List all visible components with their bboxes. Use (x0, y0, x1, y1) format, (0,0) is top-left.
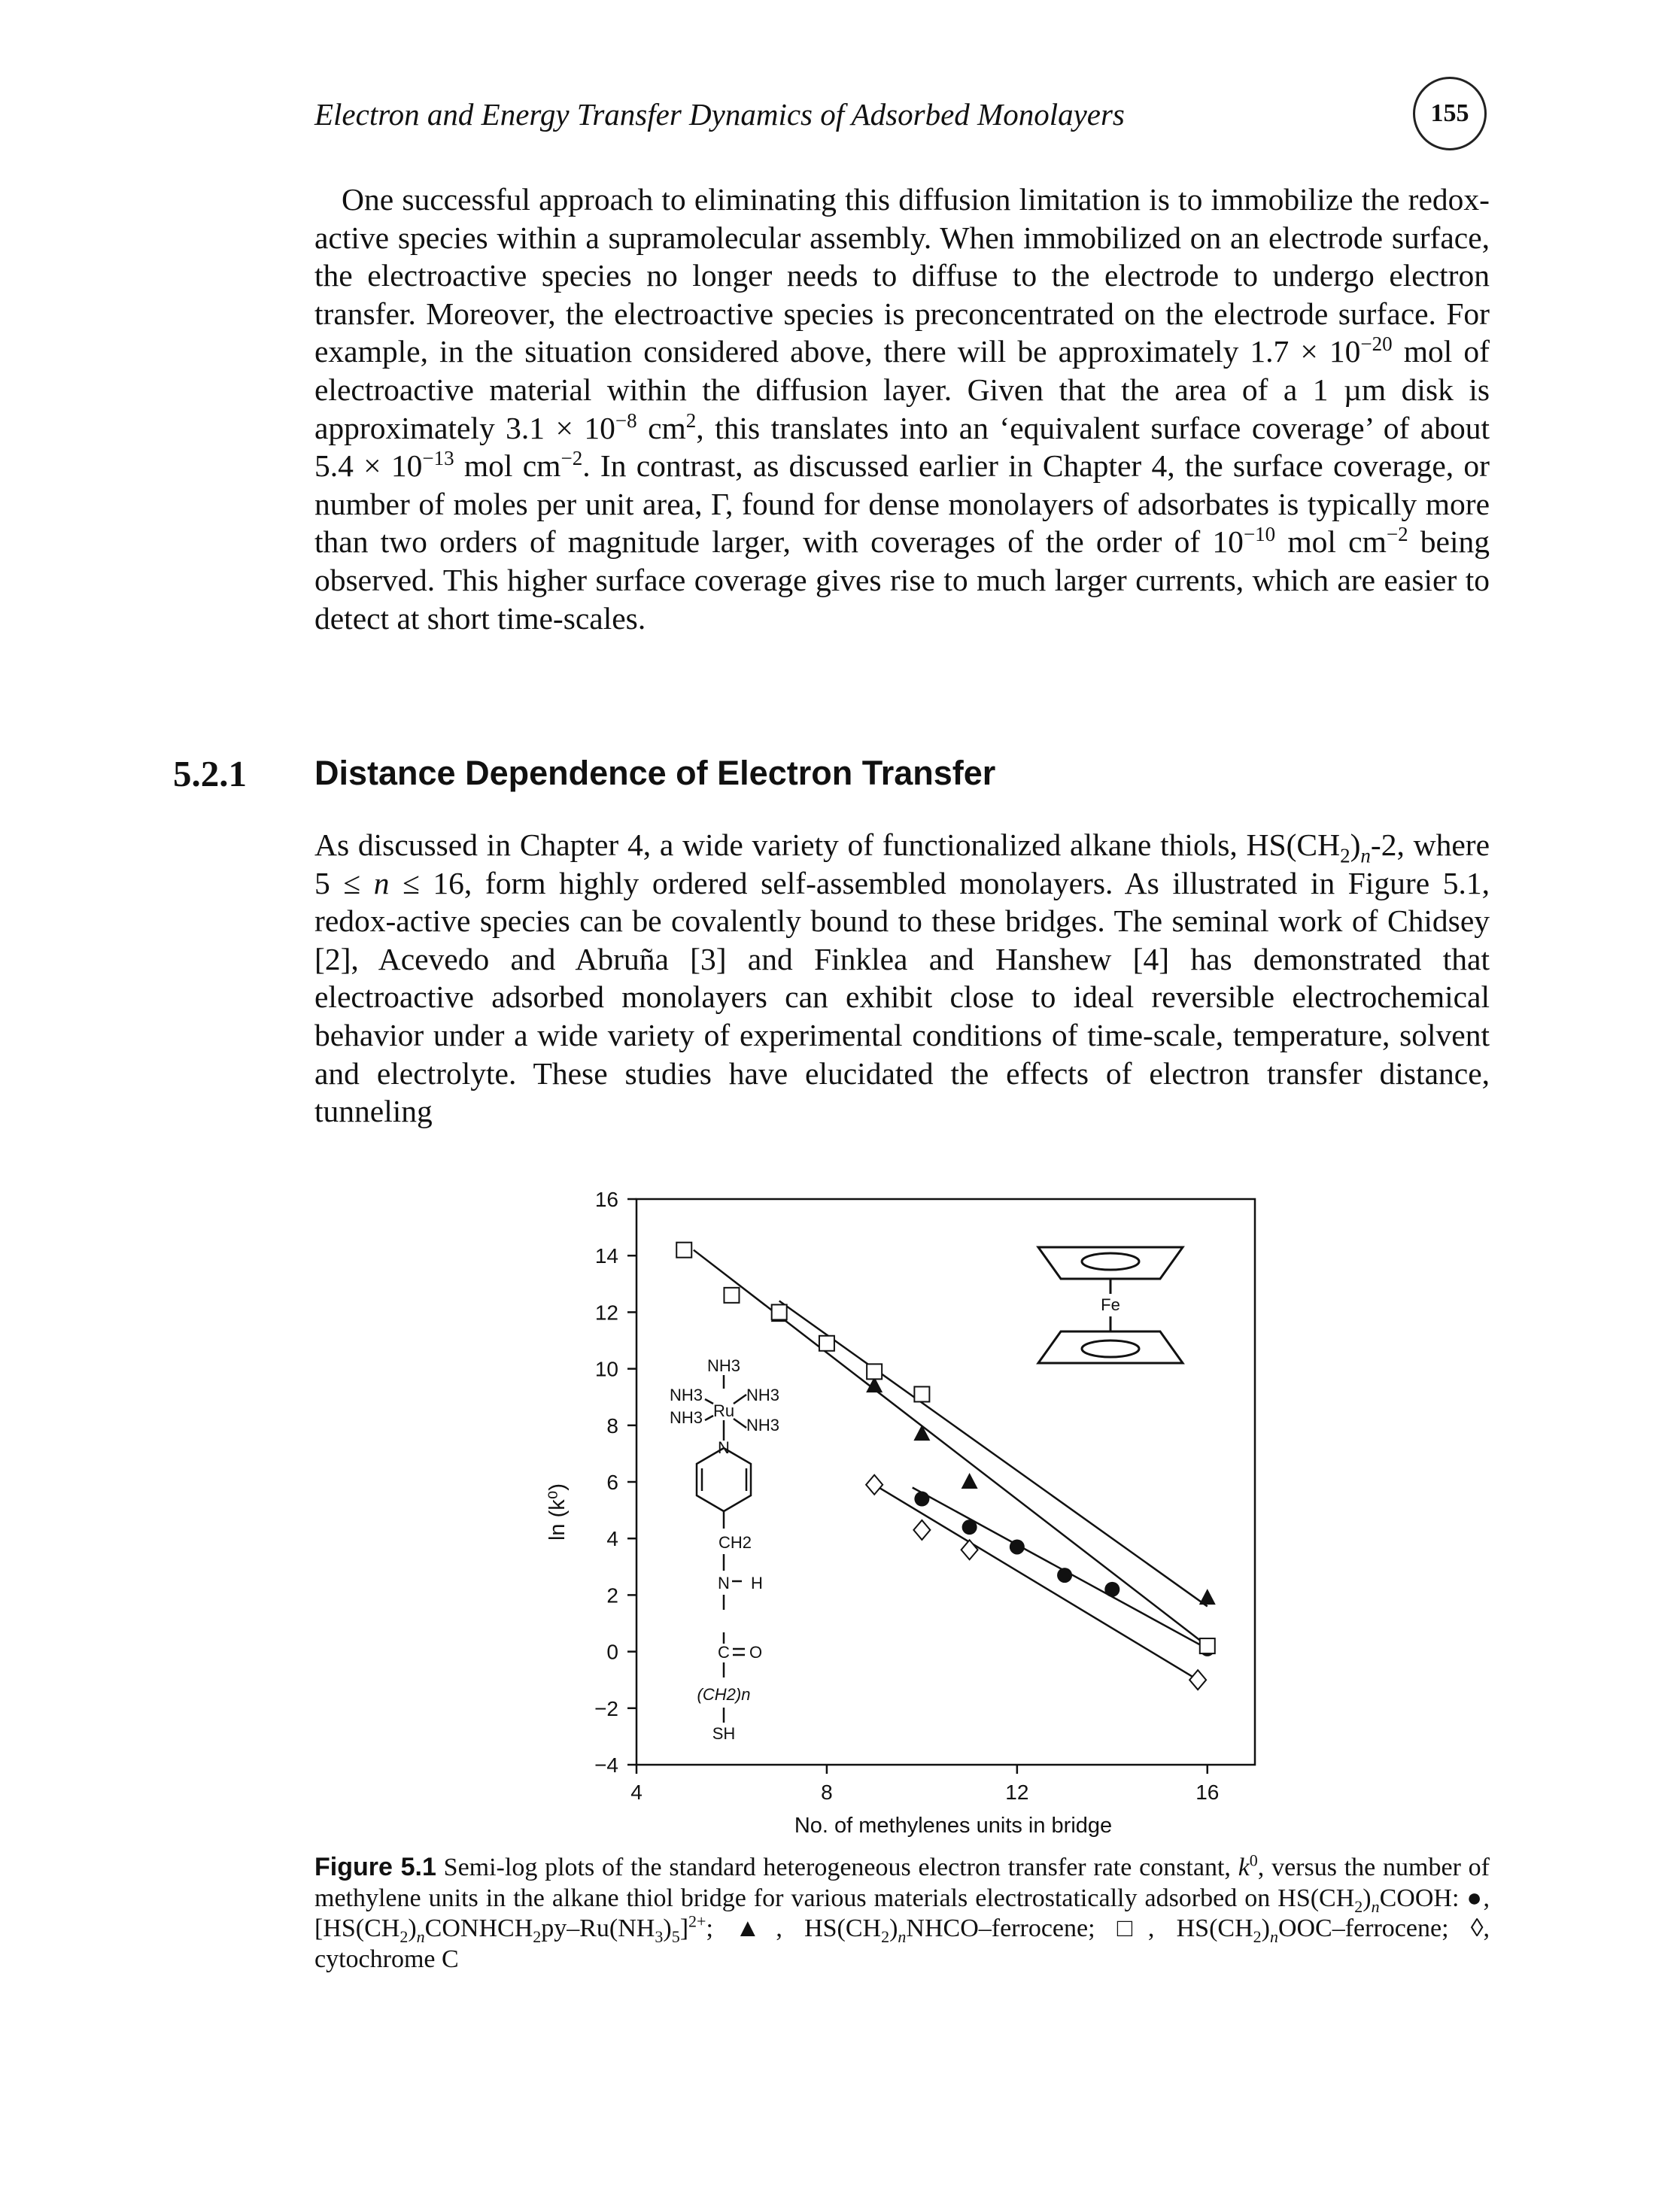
data-point-diamond (913, 1519, 931, 1541)
x-tick-label: 12 (1005, 1781, 1028, 1804)
cp-ring-top (1036, 1246, 1185, 1280)
data-point-diamond (1188, 1668, 1208, 1691)
fit-line-square (693, 1249, 1208, 1647)
amide-h-label: H (751, 1574, 763, 1592)
data-point-square (770, 1304, 788, 1321)
pyridine-ring (695, 1447, 752, 1513)
y-tick-label: 0 (606, 1641, 618, 1664)
data-point-circle (914, 1491, 930, 1507)
data-point-square (1198, 1638, 1216, 1655)
y-tick-label: 4 (606, 1527, 618, 1550)
sh-label: SH (712, 1724, 736, 1743)
paragraph-diffusion: One successful approach to eliminating t… (314, 182, 1490, 636)
x-tick-label: 4 (630, 1781, 643, 1804)
cp-ring-top-inner (1080, 1252, 1141, 1271)
data-point-square (913, 1386, 931, 1403)
fit-line-triangle (778, 1300, 1208, 1608)
page-number: 155 (1413, 77, 1487, 150)
carbonyl-c-label: C (718, 1643, 730, 1662)
paragraph-distance-dependence: As discussed in Chapter 4, a wide variet… (314, 827, 1490, 1129)
cp-ring-bottom-inner (1080, 1339, 1141, 1359)
nh3-left-upper-label: NH3 (670, 1386, 703, 1404)
data-point-triangle (1198, 1589, 1216, 1605)
data-point-square (723, 1286, 740, 1304)
data-point-square (818, 1334, 835, 1352)
nh3-left-lower-label: NH3 (670, 1408, 703, 1427)
x-axis-label: No. of methylenes units in bridge (794, 1814, 1112, 1838)
y-tick-label: 12 (595, 1301, 618, 1324)
y-tick-label: 10 (595, 1358, 618, 1381)
cp-ring-bottom (1036, 1330, 1185, 1365)
ch2n-label: (CH2)n (697, 1685, 751, 1704)
data-point-square (866, 1363, 883, 1380)
y-tick-label: 8 (606, 1414, 618, 1438)
y-tick-label: 6 (606, 1471, 618, 1494)
fe-label: Fe (1101, 1295, 1120, 1314)
plot-frame (635, 1198, 1256, 1766)
data-point-diamond (864, 1474, 884, 1496)
ch2-label: CH2 (718, 1533, 752, 1552)
running-title: Electron and Energy Transfer Dynamics of… (314, 97, 1125, 132)
y-tick-label: −2 (594, 1697, 618, 1720)
pyridine-n-label: N (718, 1438, 730, 1457)
data-point-triangle (866, 1377, 883, 1393)
carbonyl-o-label: O (749, 1643, 762, 1662)
nh3-right-lower-label: NH3 (746, 1416, 779, 1435)
data-point-triangle (913, 1425, 931, 1441)
data-point-circle (1104, 1581, 1120, 1597)
data-point-circle (962, 1520, 977, 1535)
section-title: Distance Dependence of Electron Transfer (314, 754, 996, 792)
y-tick-label: 2 (606, 1583, 618, 1607)
x-tick-label: 8 (821, 1781, 833, 1804)
figure-caption: Figure 5.1 Semi-log plots of the standar… (314, 1851, 1490, 1973)
amide-n-label: N (718, 1574, 730, 1592)
figure-label: Figure 5.1 (314, 1853, 436, 1881)
y-tick-label: 16 (595, 1188, 618, 1211)
data-point-triangle (961, 1473, 978, 1489)
section-number: 5.2.1 (173, 753, 247, 794)
y-axis-label: ln (k⁰) (545, 1483, 570, 1541)
fit-line-circle (912, 1486, 1208, 1650)
data-point-square (676, 1241, 693, 1258)
y-tick-label: −4 (594, 1753, 618, 1777)
y-tick-label: 14 (595, 1244, 618, 1268)
ru-label: Ru (713, 1401, 734, 1420)
ferrocene-structure: Fe (1036, 1246, 1185, 1365)
data-point-diamond (960, 1538, 979, 1561)
data-point-circle (1057, 1568, 1073, 1583)
nh3-top-label: NH3 (707, 1356, 740, 1375)
x-tick-label: 16 (1195, 1781, 1219, 1804)
nh3-right-upper-label: NH3 (746, 1386, 779, 1404)
data-point-circle (1009, 1539, 1025, 1555)
ru-pyridine-structure: NH3 NH3 NH3 NH3 NH3 Ru N CH2 N H C O (CH… (670, 1356, 779, 1743)
fit-line-diamond (873, 1483, 1198, 1681)
